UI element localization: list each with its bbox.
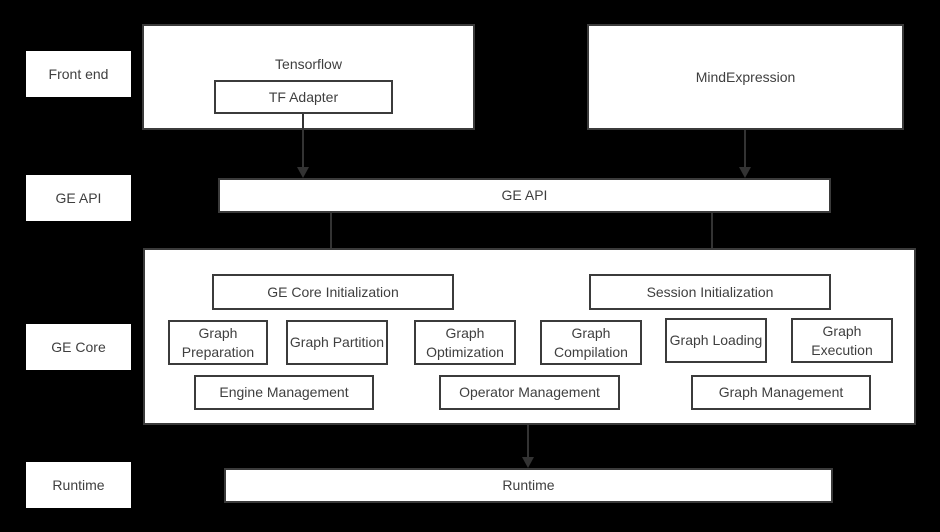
graph-optimization-box: Graph Optimization bbox=[414, 320, 516, 365]
graph-loading-box: Graph Loading bbox=[665, 318, 767, 363]
tensorflow-label: Tensorflow bbox=[275, 56, 342, 72]
arrow-shaft bbox=[330, 213, 332, 263]
arrow-head-icon bbox=[739, 167, 751, 178]
graph-management-box: Graph Management bbox=[691, 375, 871, 410]
row-label-front-end: Front end bbox=[26, 51, 131, 97]
arrow-tf-adapter-to-ge-api bbox=[297, 114, 309, 178]
tf-adapter-box: TF Adapter bbox=[214, 80, 393, 114]
graph-compilation-box: Graph Compilation bbox=[540, 320, 642, 365]
session-initialization-box: Session Initialization bbox=[589, 274, 831, 310]
engine-management-box: Engine Management bbox=[194, 375, 374, 410]
arrow-shaft bbox=[302, 114, 304, 167]
arrow-shaft bbox=[527, 425, 529, 457]
arrow-shaft bbox=[744, 130, 746, 167]
graph-partition-box: Graph Partition bbox=[286, 320, 388, 365]
row-label-ge-api: GE API bbox=[26, 175, 131, 221]
graph-preparation-box: Graph Preparation bbox=[168, 320, 268, 365]
row-label-ge-core: GE Core bbox=[26, 324, 131, 370]
operator-management-box: Operator Management bbox=[439, 375, 620, 410]
arrow-head-icon bbox=[297, 167, 309, 178]
runtime-bar: Runtime bbox=[224, 468, 833, 503]
arrow-mindexpression-to-ge-api bbox=[739, 130, 751, 178]
mindexpression-box: MindExpression bbox=[587, 24, 904, 130]
arrow-shaft bbox=[711, 213, 713, 263]
arrow-ge-core-to-runtime bbox=[522, 425, 534, 468]
ge-core-initialization-box: GE Core Initialization bbox=[212, 274, 454, 310]
ge-api-bar: GE API bbox=[218, 178, 831, 213]
row-label-runtime: Runtime bbox=[26, 462, 131, 508]
graph-execution-box: Graph Execution bbox=[791, 318, 893, 363]
arrow-head-icon bbox=[522, 457, 534, 468]
